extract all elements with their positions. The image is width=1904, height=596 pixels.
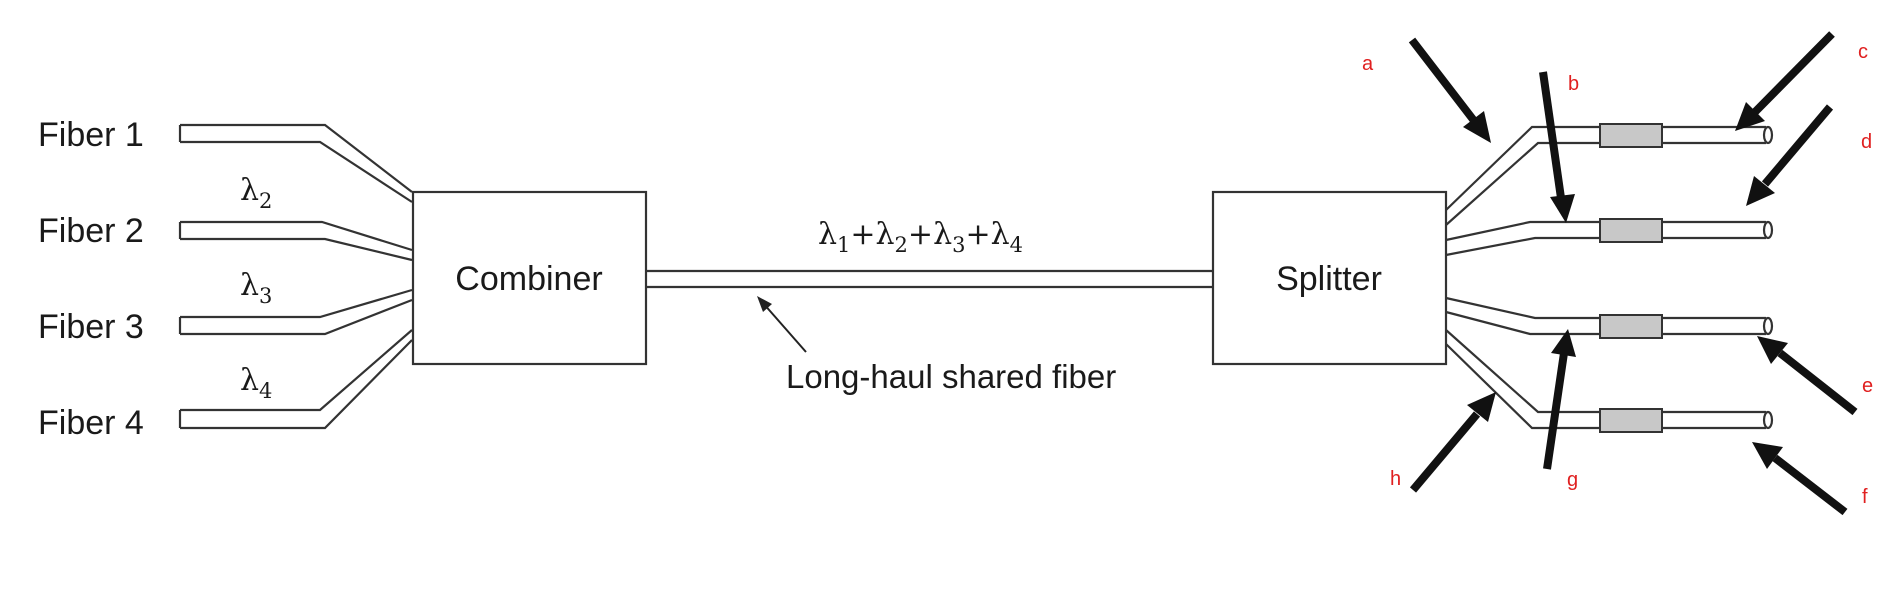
fiber-1-line	[178, 123, 413, 203]
shared-signal-label: λ1+λ2+λ3+λ4	[818, 217, 1023, 257]
output-1-end	[1762, 125, 1774, 145]
input-fibers	[178, 123, 413, 430]
output-3-end	[1762, 316, 1774, 336]
output-fibers	[1445, 123, 1774, 433]
marker-c: c	[1858, 41, 1868, 63]
output-2-end	[1762, 220, 1774, 240]
marker-d: d	[1861, 131, 1872, 153]
marker-b: b	[1568, 73, 1579, 95]
marker-e: e	[1862, 375, 1873, 397]
fiber-4-line	[178, 329, 413, 430]
callout-markers: a b c d e f g h	[1362, 41, 1873, 508]
arrow-h	[1409, 411, 1481, 493]
output-4-end	[1762, 410, 1774, 430]
fiber-3-line	[178, 288, 413, 336]
output-2-line	[1445, 220, 1600, 257]
splitter-box	[1211, 190, 1448, 366]
fiber-4-wavelength: λ4	[240, 363, 272, 403]
marker-g: g	[1567, 469, 1578, 491]
combiner-box	[411, 190, 648, 366]
output-4-filter	[1599, 408, 1663, 433]
fiber-2-wavelength: λ2	[240, 173, 272, 213]
fiber-4-label: Fiber 4	[38, 404, 144, 442]
fiber-1-label: Fiber 1	[38, 116, 144, 154]
shared-fiber	[646, 269, 1213, 289]
arrow-d	[1761, 104, 1834, 187]
shared-fiber-caption: Long-haul shared fiber	[786, 358, 1116, 395]
output-2-filter	[1599, 218, 1663, 243]
callout-arrows	[1408, 31, 1858, 516]
arrow-g	[1543, 352, 1568, 470]
fiber-3-wavelength: λ3	[240, 268, 272, 308]
output-4-line	[1445, 329, 1600, 430]
marker-f: f	[1862, 486, 1868, 508]
fiber-2-line	[178, 220, 413, 262]
splitter-label: Splitter	[1276, 260, 1382, 298]
marker-h: h	[1390, 468, 1401, 490]
caption-pointer-arrow	[757, 296, 807, 353]
arrow-a	[1408, 37, 1479, 125]
arrow-e	[1777, 349, 1858, 416]
input-labels: Fiber 1 Fiber 2 Fiber 3 Fiber 4 λ2 λ3 λ4	[38, 116, 272, 442]
arrow-f	[1772, 454, 1848, 516]
marker-a: a	[1362, 53, 1374, 75]
output-1-line	[1445, 125, 1600, 226]
arrow-b	[1539, 71, 1565, 199]
fiber-3-label: Fiber 3	[38, 308, 144, 346]
output-3-line	[1445, 296, 1600, 336]
arrow-c	[1752, 31, 1835, 115]
fiber-2-label: Fiber 2	[38, 212, 144, 250]
combiner-label: Combiner	[455, 260, 602, 298]
output-3-filter	[1599, 314, 1663, 339]
output-1-filter	[1599, 123, 1663, 148]
